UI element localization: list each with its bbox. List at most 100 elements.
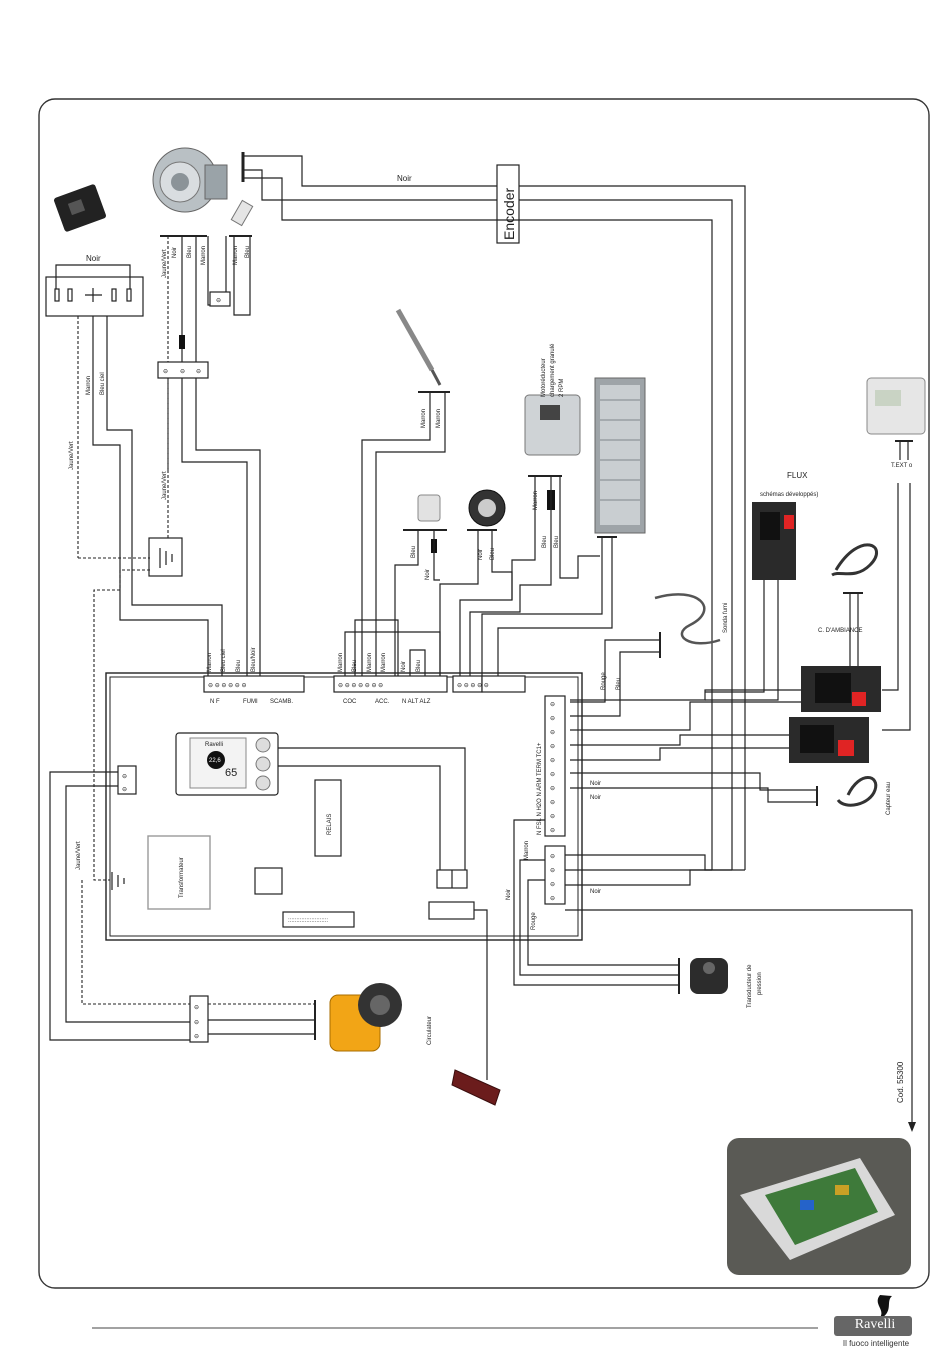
display-brand: Ravelli <box>205 742 223 748</box>
pressure-terminal <box>428 901 475 920</box>
motor-label-1: Motoréducteur <box>541 358 547 397</box>
ribbon-connector <box>282 911 355 928</box>
relais-label: RELAIS <box>327 814 333 835</box>
svg-text:⊖: ⊖ <box>550 828 555 834</box>
ps-noir: Noir <box>478 549 484 560</box>
svg-text:⊖: ⊖ <box>550 896 555 902</box>
schemas-label: schémas développés) <box>760 492 818 498</box>
terminal-row-left: ⊖ ⊖ ⊖ ⊖ ⊖ ⊖ <box>203 675 305 693</box>
term-fumi-label: FUMI <box>243 699 258 705</box>
transformateur-label: Transformateur <box>179 857 185 898</box>
term-acc-label: ACC. <box>375 699 390 705</box>
svg-text:⊖: ⊖ <box>550 744 555 750</box>
terminal-row-right: ⊖ ⊖ ⊖ ⊖ ⊖ <box>452 675 526 693</box>
terminal-column-right: ⊖⊖ ⊖⊖ ⊖⊖ ⊖⊖ ⊖⊖ ⊖⊖ ⊖⊖ <box>544 695 566 905</box>
th-noir: Noir <box>425 569 431 580</box>
term-nf-label: N F <box>210 699 220 705</box>
b-marron2: Marron <box>338 653 344 672</box>
fan-noir: Noir <box>172 247 178 258</box>
motor-label-2: chargement granulé <box>550 343 556 397</box>
display-value: 65 <box>225 767 237 779</box>
term-scamb-label: SCAMB. <box>270 699 293 705</box>
svg-text:::::::::::::::::::::::::: :::::::::::::::::::::::: <box>288 918 328 924</box>
fuse-holder-image <box>54 184 106 232</box>
svg-text:⊖: ⊖ <box>550 786 555 792</box>
transducteur-label-1: Transducteur de <box>747 964 753 1008</box>
svg-text:⊖: ⊖ <box>550 868 555 874</box>
relais-box <box>314 779 342 857</box>
transducteur-label-2: pression <box>757 972 763 995</box>
svg-text:⊖: ⊖ <box>196 369 201 375</box>
svg-text:⊖ ⊖ ⊖ ⊖ ⊖ ⊖ ⊖: ⊖ ⊖ ⊖ ⊖ ⊖ ⊖ ⊖ <box>338 683 383 689</box>
svg-text:⊖: ⊖ <box>163 369 168 375</box>
ce-noir2: Noir <box>590 795 601 801</box>
svg-text:⊖ ⊖ ⊖ ⊖ ⊖: ⊖ ⊖ ⊖ ⊖ ⊖ <box>457 683 489 689</box>
switch-bleu-ciel: Bleu ciel <box>100 372 106 395</box>
room-sensor-cable-image <box>831 543 878 577</box>
svg-text:⊖: ⊖ <box>550 716 555 722</box>
bottom-sensor-image <box>451 1069 501 1106</box>
mot-bleu2: Bleu <box>554 536 560 548</box>
cond-bleu: Bleu <box>245 246 251 258</box>
terminal-row-mid: ⊖ ⊖ ⊖ ⊖ ⊖ ⊖ ⊖ <box>333 675 448 693</box>
text-o-label: T.EXT o <box>891 463 913 469</box>
cod-label: Cod. 55300 <box>896 1061 905 1103</box>
b-marron3: Marron <box>367 653 373 672</box>
svg-text:⊖: ⊖ <box>194 1020 199 1026</box>
smoke-fan-image <box>152 147 228 213</box>
svg-text:⊖: ⊖ <box>550 772 555 778</box>
svg-text:⊖: ⊖ <box>550 882 555 888</box>
transformateur-box <box>147 835 211 910</box>
left-jaune-vert: Jaune/Vert <box>69 441 75 470</box>
fan-bleu: Bleu <box>187 246 193 258</box>
pt-marron: Marron <box>524 841 530 860</box>
connector-image <box>230 199 254 227</box>
motor-label-3: 2 RPM <box>559 379 565 397</box>
ps-bleu: Bleu <box>490 548 496 560</box>
sf-bleu: Bleu <box>616 678 622 690</box>
encoder-label: Encoder <box>501 188 517 240</box>
gear-motor-image <box>524 394 581 456</box>
svg-text:⊖: ⊖ <box>216 298 221 304</box>
svg-text:⊖: ⊖ <box>550 814 555 820</box>
term-coc-label: COC <box>343 699 357 705</box>
bo-noir: Noir <box>590 889 601 895</box>
fan-marron: Marron <box>201 246 207 265</box>
b-marron1: Marron <box>207 653 213 672</box>
pt-rouge: Rouge <box>531 912 537 930</box>
b-noir: Noir <box>401 661 407 672</box>
probe-image <box>395 308 442 386</box>
ground-box <box>148 537 183 577</box>
b-bleu3: Bleu <box>416 660 422 672</box>
footer-brand: Ravelli <box>854 1317 896 1332</box>
flux-label: FLUX <box>787 471 808 480</box>
term-nalt-label: N ALT ALZ <box>402 699 431 705</box>
pressure-switch-image <box>468 489 506 527</box>
svg-text:⊖: ⊖ <box>180 369 185 375</box>
encoder-noir-label: Noir <box>397 174 412 183</box>
safety-thermostat-image <box>417 494 441 522</box>
mot-bleu1: Bleu <box>542 536 548 548</box>
b-bleu-noir: Bleu/Noir <box>251 647 257 672</box>
c-ambiance-label: C. D'AMBIANCE <box>818 628 862 634</box>
ravelli-logo <box>834 1295 912 1336</box>
circulator-terminal <box>189 995 209 1043</box>
power-terminal <box>117 765 137 795</box>
circulator-pump-image <box>329 983 402 1052</box>
diagram-frame <box>38 98 930 1289</box>
mid-jaune-vert: Jaune/Vert <box>162 471 168 500</box>
b-bleu1: Bleu <box>236 660 242 672</box>
svg-text:⊖: ⊖ <box>550 730 555 736</box>
circ-jaune-vert: Jaune/Vert <box>76 841 82 870</box>
svg-text:⊖: ⊖ <box>550 758 555 764</box>
svg-text:⊖: ⊖ <box>550 854 555 860</box>
b-marron4: Marron <box>381 653 387 672</box>
control-board <box>105 672 583 941</box>
probe-marron2: Marron <box>436 409 442 428</box>
terminal-block-3 <box>157 361 209 379</box>
circulateur-label: Circulateur <box>427 1016 433 1045</box>
svg-text:⊖: ⊖ <box>550 702 555 708</box>
room-thermostat-image <box>866 377 926 435</box>
mot-marron: Marron <box>533 491 539 510</box>
switch-marron: Marron <box>86 376 92 395</box>
